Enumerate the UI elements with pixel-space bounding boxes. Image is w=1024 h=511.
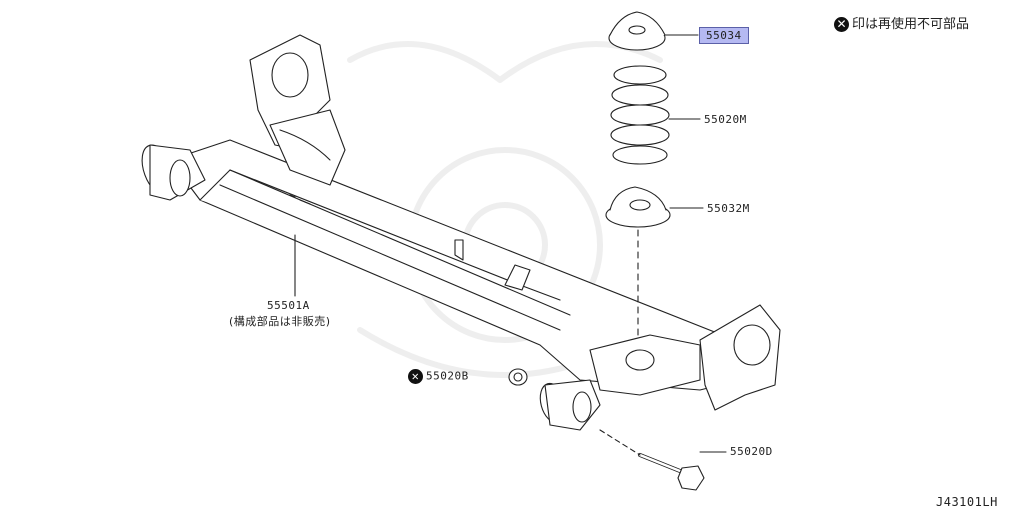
non-reusable-icon: ✕ <box>834 17 849 32</box>
part-55020M-spring <box>610 65 670 165</box>
legend-note: ✕印は再使用不可部品 <box>834 13 969 32</box>
diagram-code: J43101LH <box>936 495 998 509</box>
part-label-55020B[interactable]: ✕55020B <box>408 369 469 384</box>
legend-text: 印は再使用不可部品 <box>852 17 970 32</box>
part-label-55501A-note: (構成部品は非販売) <box>229 315 331 328</box>
part-55034-upper-seat <box>608 11 666 51</box>
part-label-55034[interactable]: 55034 <box>699 27 749 44</box>
part-55032M-lower-seat <box>605 186 671 228</box>
part-55020B-ring <box>508 368 528 386</box>
beam-tab-2 <box>504 264 531 291</box>
part-label-55501A[interactable]: 55501A <box>267 299 310 312</box>
part-55020D-bolt <box>599 429 705 491</box>
leader-lines <box>294 34 727 453</box>
part-label-55020D[interactable]: 55020D <box>730 445 773 458</box>
left-bushing <box>141 144 206 201</box>
part-label-55032M[interactable]: 55032M <box>707 202 750 215</box>
non-reusable-icon: ✕ <box>408 369 423 384</box>
left-trailing-arm <box>249 34 346 186</box>
beam-tab-1 <box>454 239 464 261</box>
part-label-55020M[interactable]: 55020M <box>704 113 747 126</box>
right-trailing-arm <box>589 304 781 411</box>
axle-beam <box>169 139 761 391</box>
right-bushing <box>539 379 601 431</box>
part-label-55020B-text[interactable]: 55020B <box>426 369 469 383</box>
